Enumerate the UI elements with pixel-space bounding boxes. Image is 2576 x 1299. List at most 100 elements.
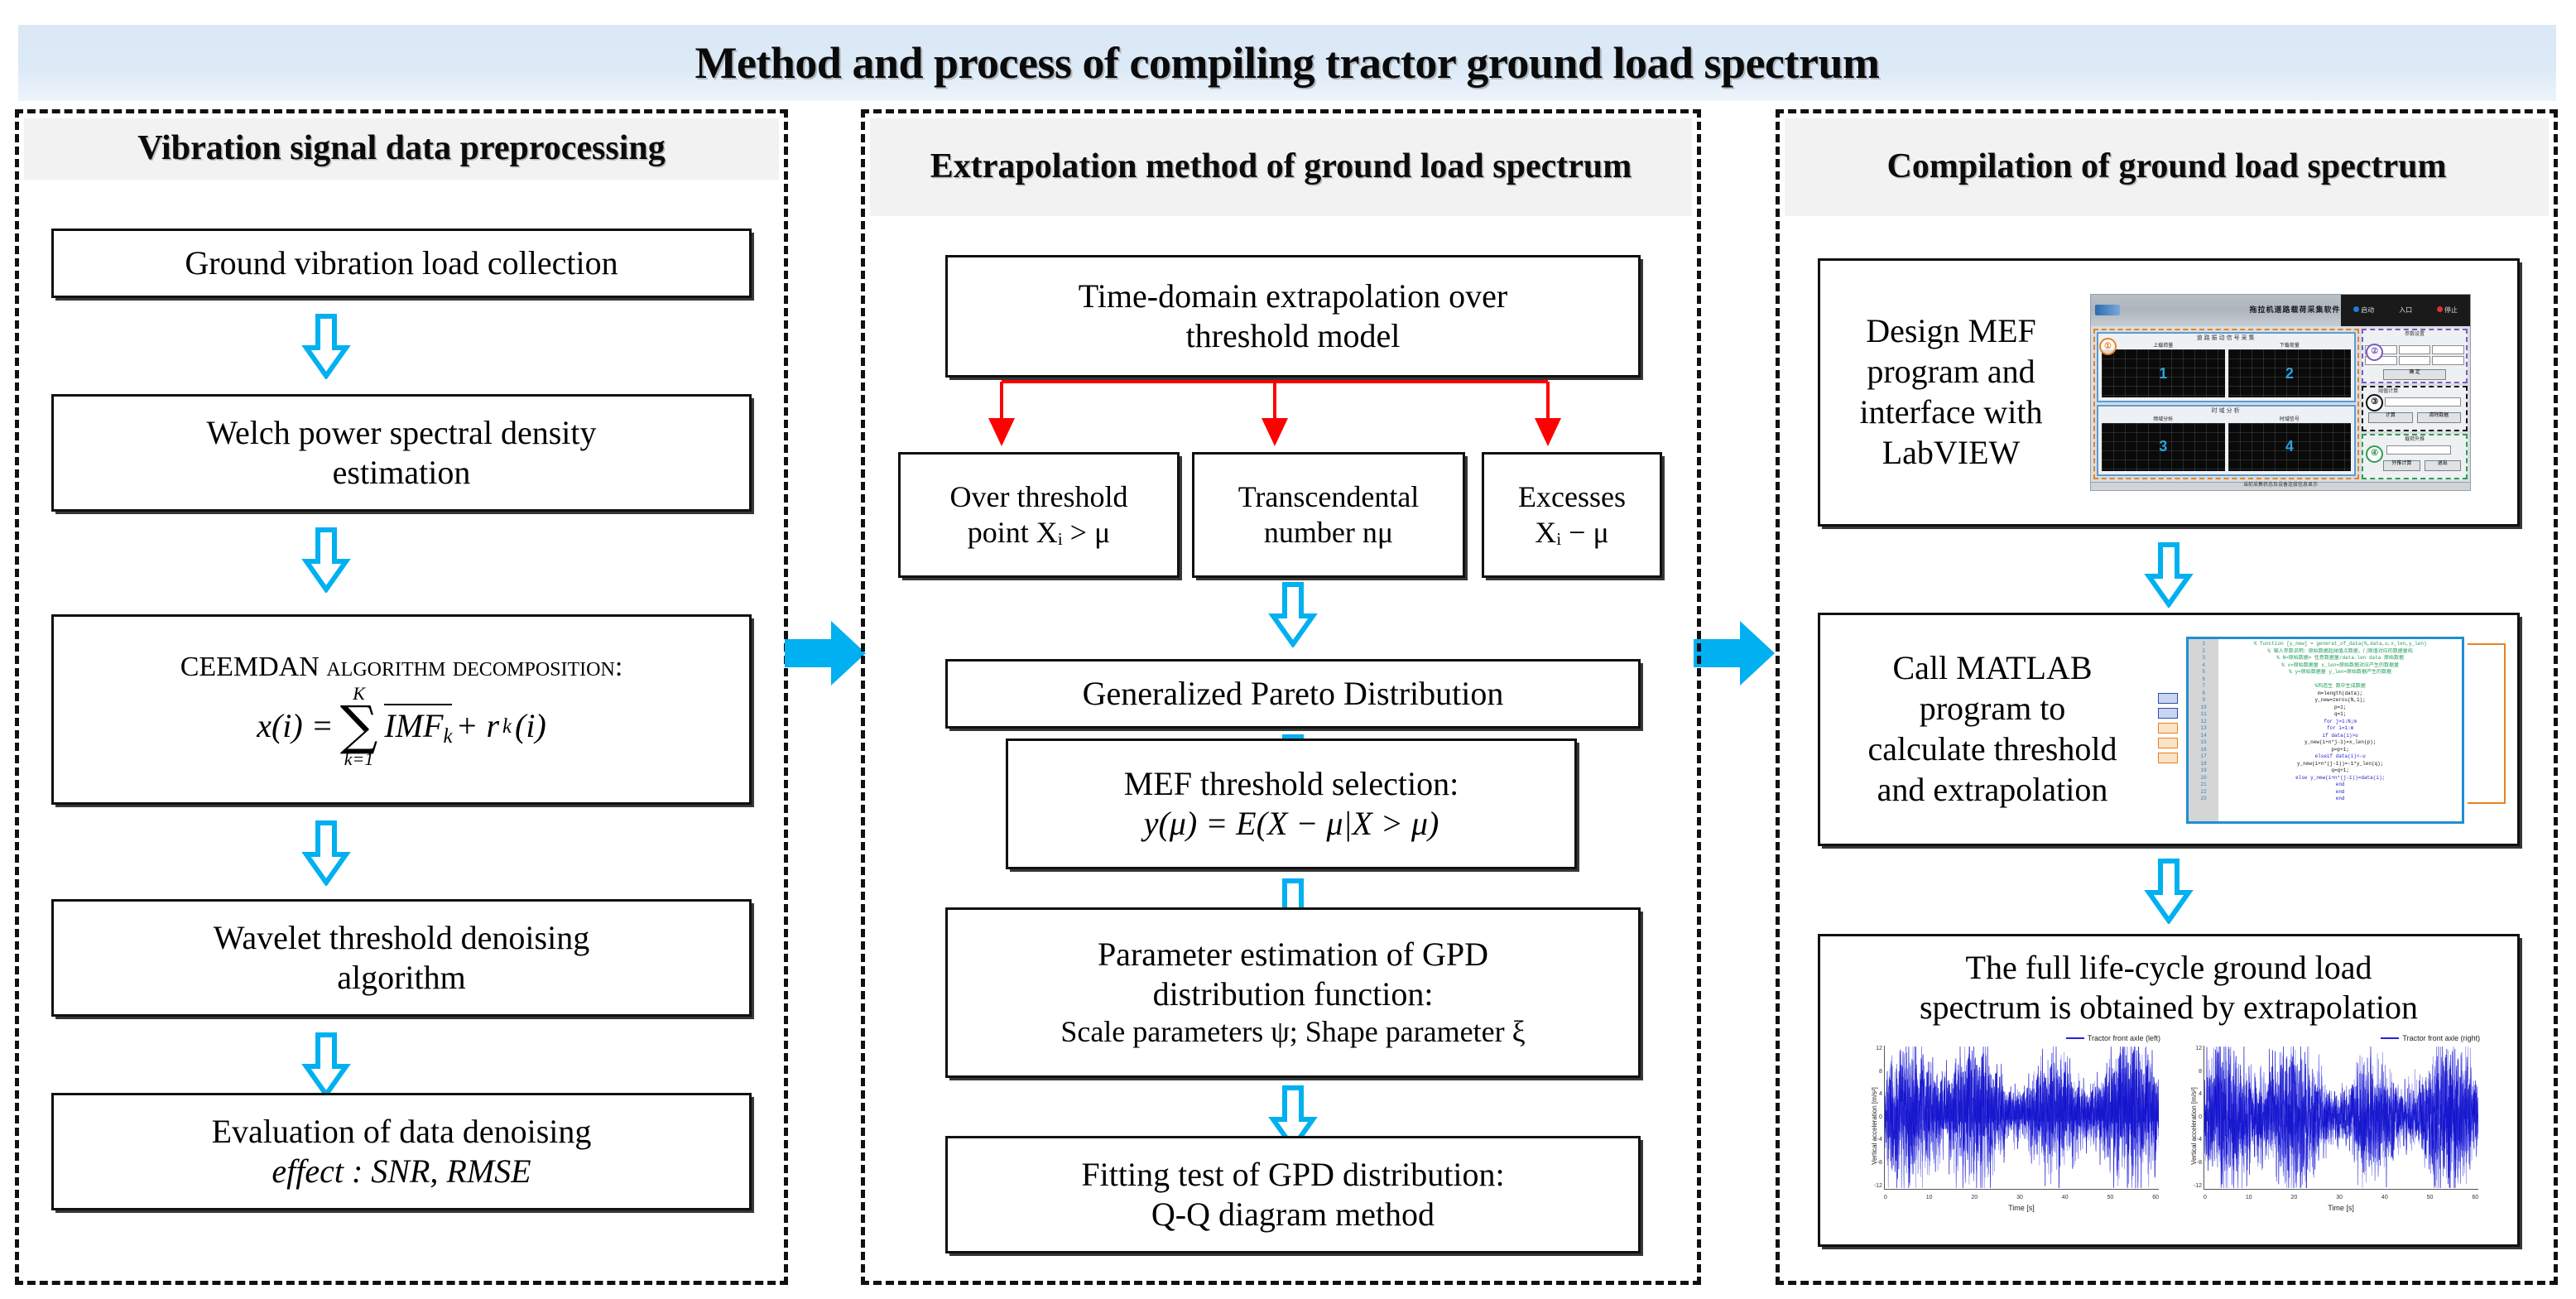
chart-right-ylabel: Vertical acceleration [m/s²]: [2190, 1087, 2199, 1165]
labview-confirm-button[interactable]: 确 定: [2383, 368, 2446, 380]
ceemdan-title: CEEMDAN algorithm decomposition:: [180, 651, 623, 682]
labview-run-button[interactable]: 启动: [2353, 306, 2374, 315]
box-excesses: Excesses Xᵢ − μ: [1482, 452, 1662, 578]
legend-label: Tractor front axle (right): [2402, 1034, 2481, 1042]
labview-entry-button[interactable]: 入口: [2399, 306, 2413, 315]
labview-graph-3[interactable]: 频域分析 3: [2102, 417, 2225, 471]
labview-graph-2-label: 下载荷量: [2279, 344, 2300, 349]
labview-extrapolate-button[interactable]: 外推计算: [2383, 460, 2420, 472]
line-number: 5: [2202, 669, 2205, 676]
matlab-code-body[interactable]: % function [y_new] = generat_of_data(%,d…: [2218, 639, 2462, 821]
labview-clear-data-button[interactable]: 清除数据: [2416, 412, 2462, 424]
ytick: 12: [2195, 1046, 2202, 1051]
ytick: 0: [2199, 1114, 2202, 1120]
labview-graph-4[interactable]: 时域信号 4: [2228, 417, 2352, 471]
xtick: 30: [2336, 1194, 2343, 1200]
code-line: p=1;: [2333, 704, 2347, 710]
column-compilation-of-ground-load-spectrum: Compilation of ground load spectrum: [1776, 109, 2558, 1285]
line-number: 1: [2202, 641, 2205, 647]
xtick: 50: [2107, 1194, 2114, 1200]
chart-tractor-front-axle-left: Tractor front axle (left) 12 8 4 0 -4 -8…: [1856, 1034, 2162, 1218]
labview-exit-button[interactable]: 退出: [2424, 460, 2462, 472]
wire-node-4: [2158, 737, 2178, 748]
ytick: -12: [1873, 1182, 1882, 1189]
box-line: Time-domain extrapolation over: [1078, 277, 1508, 315]
line-number: 2: [2202, 647, 2205, 654]
labview-graph-row-top: 上载荷量 1 下载荷量 2: [2098, 342, 2354, 401]
code-line: y_new(i+n*j-1)=x_len(p);: [2304, 739, 2377, 746]
formula-rhs-subscript: k: [502, 714, 512, 738]
call-matlab-text: Call MATLAB program to calculate thresho…: [1820, 648, 2158, 810]
xtick: 60: [2472, 1194, 2479, 1200]
box-line-snr-rmse: effect : SNR, RMSE: [272, 1152, 531, 1190]
chart-left-ylabel: Vertical acceleration [m/s²]: [1870, 1087, 1878, 1165]
code-line: %构造生 数中生成数据: [2314, 683, 2366, 690]
summation-symbol: K ∑ k=1: [340, 684, 378, 769]
labview-param-field-6[interactable]: [2432, 355, 2464, 365]
wire-node-3: [2158, 722, 2178, 734]
labview-threshold-result-field[interactable]: [2385, 397, 2461, 407]
labview-param-field-5[interactable]: [2398, 355, 2431, 365]
line-number: 4: [2202, 662, 2205, 668]
box-line: Excesses: [1518, 479, 1626, 513]
line-number: 13: [2200, 725, 2207, 732]
box-line: The full life-cycle ground load: [1965, 949, 2372, 986]
labview-logo-icon: [2095, 305, 2120, 316]
labview-window-caption: 拖拉机道路载荷采集软件: [2249, 306, 2341, 315]
imf-label: IMF: [384, 707, 444, 745]
line-number: 22: [2200, 788, 2207, 795]
code-line: for j=1:N;m: [2324, 718, 2357, 724]
xtick: 10: [2245, 1194, 2252, 1200]
box-line: algorithm: [337, 959, 466, 996]
line-number: 14: [2200, 732, 2207, 739]
line-number: 21: [2200, 782, 2207, 788]
ytick: -4: [1877, 1137, 1882, 1143]
box-parameter-estimation-of-gpd-distribution-function: Parameter estimation of GPD distribution…: [945, 907, 1641, 1078]
column-1-header: Vibration signal data preprocessing: [24, 118, 779, 180]
design-mef-text: Design MEF program and interface with La…: [1820, 311, 2075, 473]
box-full-life-cycle-ground-load-spectrum: The full life-cycle ground load spectrum…: [1818, 934, 2520, 1247]
line-number: 16: [2200, 746, 2207, 753]
box-line: calculate threshold: [1867, 730, 2117, 767]
box-line: MEF threshold selection:: [1123, 765, 1459, 802]
ytick: -8: [1877, 1159, 1882, 1166]
labview-graph-1-label: 上载荷量: [2153, 344, 2174, 349]
box-line: program and: [1867, 353, 2035, 391]
box-design-mef-program-and-interface-with-labview: Design MEF program and interface with La…: [1818, 258, 2520, 527]
ytick: 8: [1878, 1068, 1882, 1075]
labview-calculate-button[interactable]: 计算: [2368, 412, 2413, 424]
code-line: end: [2335, 788, 2345, 795]
line-number: 3: [2202, 655, 2205, 662]
legend-label: Tractor front axle (left): [2087, 1034, 2160, 1042]
box-line: Design MEF: [1866, 312, 2036, 350]
box-line: Transcendental: [1238, 479, 1420, 513]
xtick: 0: [1883, 1194, 1887, 1200]
labview-section-threshold: ③ 阈值计算 计算 清除数据: [2362, 385, 2468, 431]
labview-param-field-2[interactable]: [2398, 344, 2431, 354]
labview-extrapolation-time-field[interactable]: [2386, 445, 2451, 455]
line-number: 18: [2200, 760, 2207, 767]
code-line: % y=原始数据量 y_len=原始数据产生的数据: [2289, 669, 2391, 676]
box-line: number nμ: [1263, 516, 1394, 549]
labview-param-field-3[interactable]: [2432, 344, 2464, 354]
xtick: 60: [2152, 1194, 2159, 1200]
code-line: m=length(data);: [2318, 690, 2363, 696]
box-mef-threshold-selection: MEF threshold selection: y(μ) = E(X − μ|…: [1006, 739, 1577, 869]
labview-graph-3-label: 频域分析: [2153, 416, 2174, 422]
labview-graph-1[interactable]: 上载荷量 1: [2102, 344, 2225, 398]
labview-stop-button[interactable]: 停止: [2437, 306, 2458, 315]
legend-swatch-icon: [2381, 1037, 2400, 1040]
matlab-line-number-gutter: 1 2 3 4 5 6 7 8 9 10 11 12 13 14 15 16 1…: [2189, 639, 2219, 821]
down-arrow-1b: [301, 527, 351, 593]
down-arrow-1a: [301, 313, 351, 379]
labview-graph-2[interactable]: 下载荷量 2: [2228, 344, 2352, 398]
chart-right-xlabel: Time [s]: [2328, 1204, 2354, 1213]
mef-formula: y(μ) = E(X − μ|X > μ): [1143, 805, 1439, 842]
box-evaluation-of-data-denoising-effect: Evaluation of data denoising effect : SN…: [51, 1093, 752, 1210]
imf-subscript: k: [443, 724, 453, 748]
wire-node-1: [2158, 692, 2178, 704]
box-transcendental-number: Transcendental number nμ: [1192, 452, 1465, 578]
chart-left-xticks: 0 10 20 30 40 50 60: [1884, 1195, 2159, 1201]
down-arrow-1c: [301, 820, 351, 886]
box-generalized-pareto-distribution: Generalized Pareto Distribution: [945, 659, 1641, 729]
